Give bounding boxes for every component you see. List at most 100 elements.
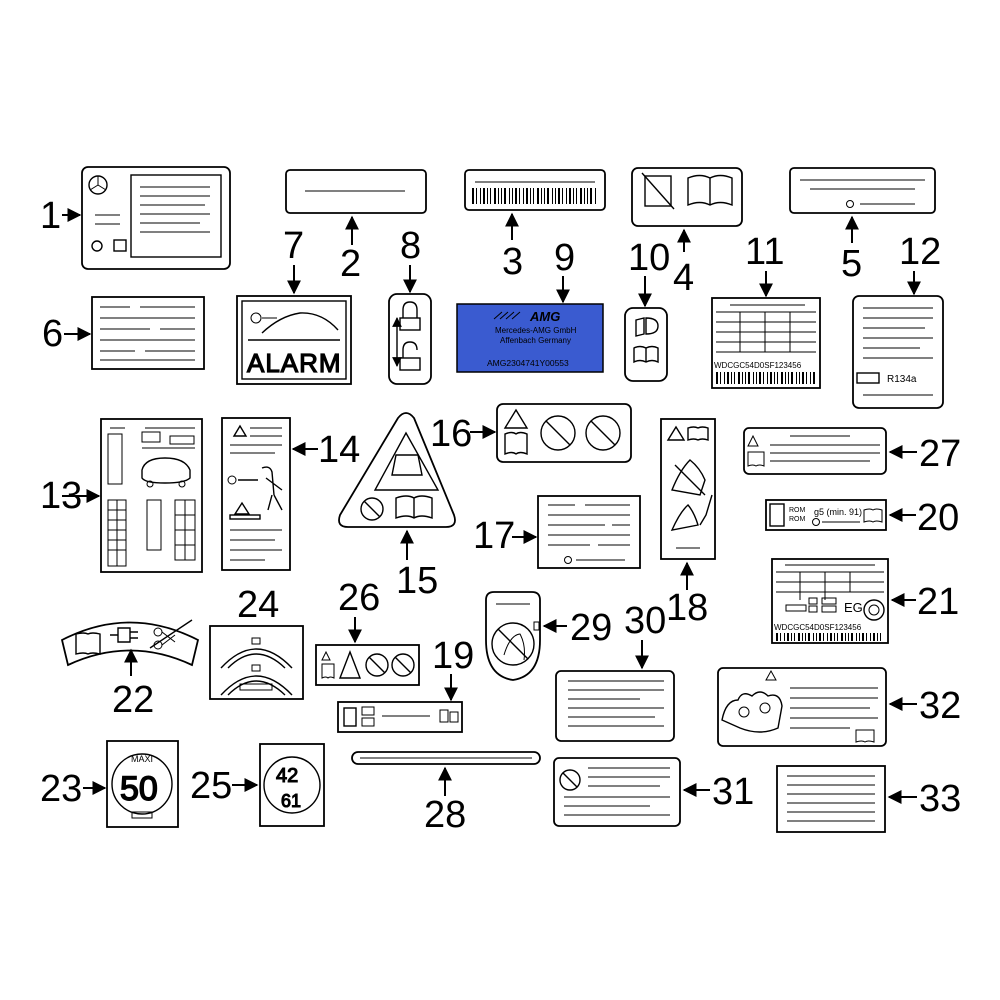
callout-25: 25 — [190, 765, 232, 807]
barcode-bar — [810, 372, 811, 384]
barcode-bar — [480, 188, 481, 204]
barcode-bar — [796, 372, 797, 384]
barcode-bar — [509, 188, 510, 204]
barcode-bar — [877, 633, 878, 641]
label-8-lock[interactable] — [388, 293, 432, 385]
barcode-bar — [544, 188, 545, 204]
label-16-airbag[interactable] — [496, 403, 632, 463]
label-5[interactable] — [789, 167, 936, 214]
label-33[interactable] — [776, 765, 886, 833]
callout-1: 1 — [40, 195, 61, 237]
callout-24: 24 — [237, 584, 279, 626]
label-10[interactable] — [624, 307, 668, 382]
refrigerant-text: R134a — [887, 374, 917, 385]
callout-8: 8 — [400, 225, 421, 267]
label-21-vin-plate[interactable]: EG WDCGC54D0SF123456 — [771, 558, 889, 644]
speed-value: 50 — [120, 770, 158, 808]
barcode-bar — [753, 372, 754, 384]
barcode-bar — [515, 188, 517, 204]
barcode-bar — [742, 372, 743, 384]
label-29[interactable] — [485, 591, 541, 681]
label-12-refrigerant[interactable]: R134a — [852, 295, 944, 409]
fuel-grade: g5 (min. 91) — [814, 507, 862, 517]
barcode-bar — [813, 633, 814, 641]
barcode-bar — [472, 188, 474, 204]
callout-2: 2 — [340, 243, 361, 285]
barcode-bar — [841, 633, 843, 641]
barcode-bar — [859, 633, 860, 641]
label-31[interactable] — [553, 757, 681, 827]
amg-city: Affenbach Germany — [500, 336, 571, 345]
label-22-fuel-flap[interactable] — [60, 619, 200, 667]
label-25-tire-pressure[interactable]: 42 61 — [259, 743, 325, 827]
barcode-bar — [552, 188, 553, 204]
label-32-battery[interactable] — [717, 667, 887, 747]
callout-6: 6 — [42, 313, 63, 355]
label-23-speed[interactable]: MAXI 50 — [106, 740, 179, 828]
barcode-bar — [780, 633, 781, 641]
barcode-bar — [501, 188, 502, 204]
label-27[interactable] — [743, 427, 887, 475]
barcode-bar — [745, 372, 746, 384]
callout-21: 21 — [917, 581, 959, 623]
barcode-bar — [827, 633, 828, 641]
barcode-bar — [845, 633, 846, 641]
label-15-triangle[interactable] — [338, 412, 456, 528]
label-30[interactable] — [555, 670, 675, 742]
label-18-child-seat[interactable] — [660, 418, 716, 560]
barcode-bar — [802, 633, 803, 641]
barcode-bar — [727, 372, 729, 384]
barcode-bar — [784, 633, 785, 641]
barcode-bar — [798, 633, 800, 641]
barcode-bar — [806, 372, 807, 384]
label-2[interactable] — [285, 169, 427, 214]
barcode-bar — [541, 188, 542, 204]
callout-28: 28 — [424, 794, 466, 836]
barcode-bar — [802, 372, 804, 384]
barcode-bar — [555, 188, 556, 204]
label-11-vin[interactable]: WDCGC54D0SF123456 — [711, 297, 821, 389]
barcode-bar — [794, 633, 795, 641]
callout-10: 10 — [628, 237, 670, 279]
barcode-bar — [547, 188, 549, 204]
label-7-alarm[interactable]: ALARM — [236, 295, 352, 385]
callout-7: 7 — [283, 225, 304, 267]
barcode-bar — [748, 372, 750, 384]
callout-9: 9 — [554, 237, 575, 279]
label-24[interactable] — [209, 625, 304, 700]
barcode-bar — [830, 633, 832, 641]
barcode-bar — [763, 372, 764, 384]
label-17[interactable] — [537, 495, 641, 569]
barcode-bar — [519, 188, 520, 204]
barcode-bar — [537, 188, 539, 204]
label-3-barcode[interactable] — [464, 169, 606, 211]
amg-logo: AMG — [529, 309, 560, 324]
barcode-bar — [576, 188, 577, 204]
barcode-bar — [781, 372, 783, 384]
label-20-fuel[interactable]: ROM ROM g5 (min. 91) — [765, 499, 887, 531]
barcode-bar — [587, 188, 588, 204]
amg-code: AMG2304741Y00553 — [487, 358, 569, 368]
barcode-bar — [734, 372, 735, 384]
label-28-strip[interactable] — [351, 751, 541, 765]
barcode-bar — [785, 372, 786, 384]
callout-31: 31 — [712, 771, 754, 813]
pressure-2: 61 — [281, 791, 301, 811]
barcode-bar — [873, 633, 875, 641]
label-14-warning[interactable] — [221, 417, 291, 571]
alarm-text: ALARM — [247, 348, 342, 378]
barcode-bar — [558, 188, 560, 204]
label-26[interactable] — [315, 644, 420, 686]
callout-22: 22 — [112, 679, 154, 721]
label-6[interactable] — [91, 296, 205, 370]
label-9-amg[interactable]: AMG Mercedes-AMG GmbH Affenbach Germany … — [456, 303, 604, 373]
label-1-cert[interactable] — [81, 166, 231, 270]
label-19[interactable] — [337, 701, 463, 733]
label-13-fuse-chart[interactable] — [100, 418, 203, 573]
pressure-1: 42 — [276, 765, 298, 787]
label-4-manual[interactable] — [631, 167, 743, 227]
barcode-bar — [787, 633, 789, 641]
barcode-bar — [799, 372, 800, 384]
barcode-bar — [837, 633, 838, 641]
barcode-bar — [731, 372, 732, 384]
